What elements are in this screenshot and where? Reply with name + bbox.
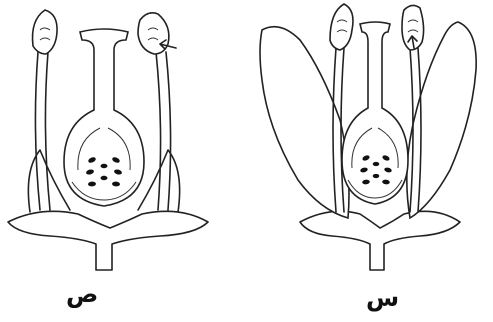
left-stamen-filament-left xyxy=(35,52,50,210)
right-flower-label: س xyxy=(366,286,399,310)
left-flower-label: ص xyxy=(66,282,98,306)
left-flower xyxy=(8,10,208,270)
right-stamen-anther-left xyxy=(330,4,353,50)
right-petal-right xyxy=(407,22,476,218)
right-receptacle xyxy=(300,211,460,270)
left-stamen-filament-right xyxy=(156,52,171,210)
left-stamen-anther-left xyxy=(33,10,58,54)
right-flower xyxy=(260,4,476,270)
left-receptacle xyxy=(8,211,208,270)
